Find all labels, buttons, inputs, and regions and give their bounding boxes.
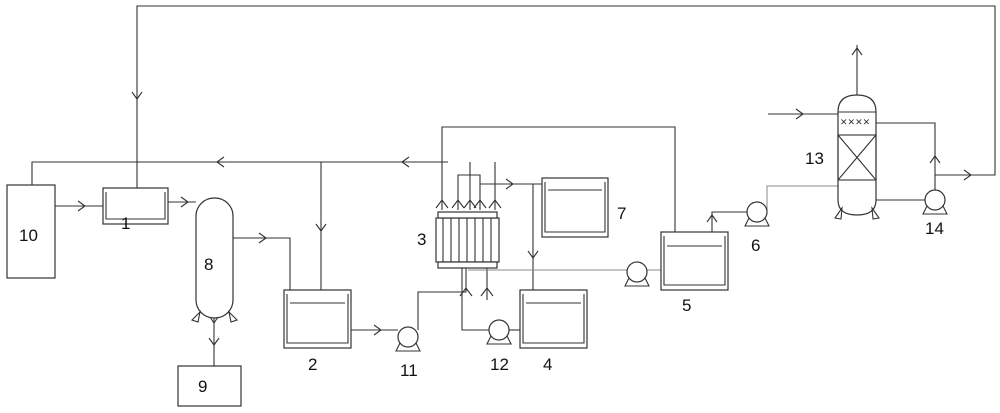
label-1: 1 [121, 214, 130, 233]
pipelines [31, 5, 996, 366]
line-13-recirc [876, 122, 936, 193]
line-3-riser-a [457, 174, 481, 210]
label-8: 8 [204, 255, 213, 274]
unit-labels: 10 1 8 9 2 11 3 12 4 7 5 6 13 14 [19, 149, 944, 396]
pump-12 [486, 319, 512, 345]
unit-1-tank [102, 187, 169, 225]
unit-2-tank [283, 289, 352, 349]
unit-7-tank [541, 177, 609, 238]
unit-10-box [6, 184, 56, 279]
unit-3-membrane-stack [435, 211, 500, 269]
pump-6 [744, 201, 770, 227]
label-12: 12 [490, 355, 509, 374]
pump-11 [395, 326, 421, 352]
label-4: 4 [543, 355, 552, 374]
unit-4-tank [519, 289, 588, 349]
line-5-to-6 [711, 211, 748, 232]
line-11-to-3 [417, 262, 467, 330]
label-10: 10 [19, 226, 38, 245]
line-3-to-12 [461, 262, 490, 331]
label-9: 9 [198, 377, 207, 396]
line-5-to-3-top [441, 126, 676, 232]
unit-9-box [177, 365, 242, 407]
pump-14 [922, 189, 948, 215]
flow-arrows [77, 47, 972, 346]
line-10-top [31, 161, 448, 185]
label-13: 13 [805, 149, 824, 168]
line-8-to-2 [233, 237, 291, 290]
recycle-line-top [136, 5, 996, 188]
label-3: 3 [417, 230, 426, 249]
label-11: 11 [400, 361, 418, 380]
label-6: 6 [751, 236, 760, 255]
label-14: 14 [925, 219, 944, 238]
unit-5-tank [660, 231, 729, 291]
unit-8-vessel [190, 197, 239, 324]
label-5: 5 [682, 296, 691, 315]
label-7: 7 [617, 204, 626, 223]
line-6-to-13 [766, 185, 838, 212]
pump-unlabeled [624, 261, 650, 287]
unit-13-column: ✕✕✕✕ [834, 94, 880, 220]
svg-text:✕✕✕✕: ✕✕✕✕ [840, 118, 870, 128]
label-2: 2 [308, 355, 317, 374]
